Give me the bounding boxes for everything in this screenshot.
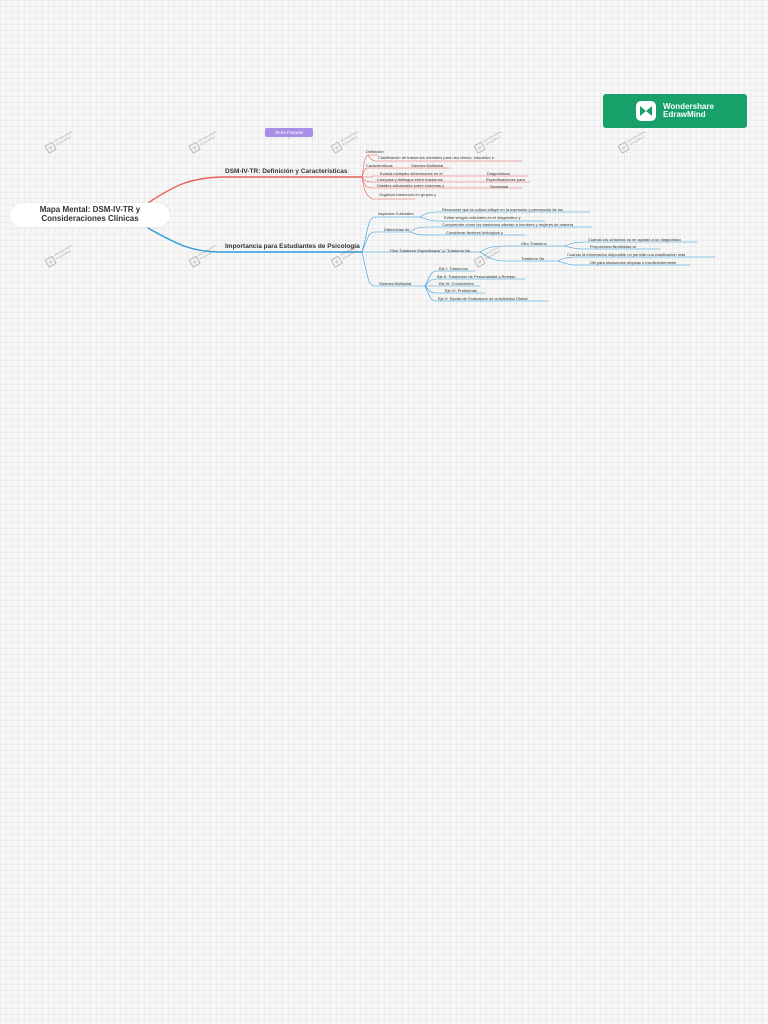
node-evitar[interactable]: Evitar sesgos culturales en el diagnósti… — [444, 215, 521, 220]
branch2-title[interactable]: Importancia para Estudiantes de Psicolog… — [225, 243, 360, 250]
node-diagnosticos[interactable]: Diagnósticos — [487, 171, 510, 176]
node-eje5[interactable]: Eje V: Escala de Evaluación de la Activi… — [438, 296, 528, 301]
node-considerar[interactable]: Considerar factores biológicos y — [446, 230, 503, 235]
central-topic[interactable]: Mapa Mental: DSM-IV-TR y Consideraciones… — [10, 203, 170, 227]
edrawmind-brand-badge[interactable]: Wondershare EdrawMind — [603, 94, 747, 128]
node-definicion-text[interactable]: Clasificación de trastornos mentales par… — [378, 155, 495, 160]
node-severidad[interactable]: Severidad — [490, 184, 509, 189]
node-proporciona[interactable]: Proporciona flexibilidad al — [590, 244, 636, 249]
node-evalua[interactable]: Evalúa múltiples dimensiones en el — [380, 171, 443, 176]
node-cuando-informacion[interactable]: Cuando la información disponible no perm… — [567, 252, 686, 257]
branch1-connectors — [361, 154, 531, 200]
edrawmind-logo-icon — [636, 101, 656, 121]
branch2-connectors — [361, 211, 716, 302]
node-eje2[interactable]: Eje II: Trastornos de Personalidad y Ret… — [437, 274, 516, 279]
node-otro-trastorno[interactable]: Otro Trastorno — [521, 241, 547, 246]
node-reconocer[interactable]: Reconocer que la cultura influye en la e… — [442, 207, 563, 212]
node-util[interactable]: Útil para situaciones atípicas o insufic… — [590, 260, 677, 265]
node-sistema-multiaxial-2[interactable]: Sistema Multiaxial — [379, 281, 412, 286]
node-organiza[interactable]: Organiza trastornos en grupos y — [379, 192, 437, 197]
root-to-branch1-line — [147, 176, 363, 204]
node-especificaciones[interactable]: Especificaciones para — [486, 177, 525, 182]
root-to-branch2-line — [147, 227, 363, 253]
node-eje1[interactable]: Eje I: Trastornos — [439, 266, 469, 271]
node-definicion[interactable]: Definición — [366, 149, 384, 154]
node-eje4[interactable]: Eje IV: Problemas — [445, 288, 477, 293]
node-sistema-multiaxial[interactable]: Sistema Multiaxial — [411, 163, 444, 168]
branch1-title[interactable]: DSM-IV-TR: Definición y Características — [225, 168, 348, 175]
node-comprender[interactable]: Comprender cómo los trastornos afectan a… — [442, 222, 574, 227]
brand-name: Wondershare EdrawMind — [663, 101, 714, 119]
floating-topic[interactable]: Tema Flotante — [265, 128, 313, 137]
node-otro-especificado[interactable]: "Otro Trastorno Especificado" y "Trastor… — [389, 248, 471, 253]
node-aspectos-culturales[interactable]: Aspectos Culturales — [378, 211, 414, 216]
node-cuando-sintomas[interactable]: Cuando los síntomas no se ajustan a un d… — [588, 237, 681, 242]
node-diferencias[interactable]: Diferencias de — [384, 227, 410, 232]
node-compara[interactable]: Compara y distingue entre trastornos — [377, 177, 443, 182]
node-caracteristicas[interactable]: Características — [366, 163, 393, 168]
node-eje3[interactable]: Eje III: Condiciones — [439, 281, 474, 286]
node-detalles[interactable]: Detalles adicionales sobre síntomas y — [377, 183, 445, 188]
node-trastorno-no[interactable]: Trastorno No — [521, 256, 545, 261]
